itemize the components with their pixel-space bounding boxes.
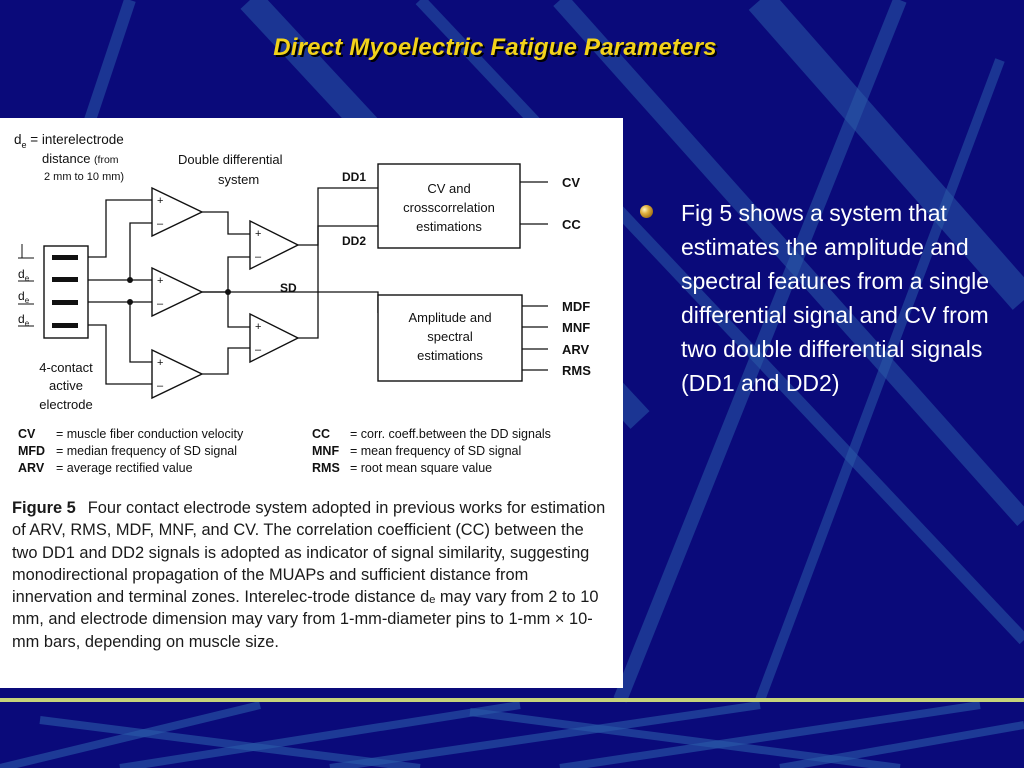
signal-label-sd: SD (280, 281, 297, 295)
de-label-line2: distance (from (42, 151, 119, 166)
output-rms: RMS (562, 363, 591, 378)
de-label-line1: de = interelectrode (14, 132, 124, 150)
signal-label-dd1: DD1 (342, 170, 366, 184)
dd-system-label-line1: Double differential (178, 152, 283, 167)
signal-label-dd2: DD2 (342, 234, 366, 248)
svg-text:= average rectified value: = average rectified value (56, 461, 193, 475)
slide-title: Direct Myoelectric Fatigue Parameters (273, 34, 717, 61)
bullet-sphere-icon (640, 205, 653, 218)
figure-caption-text: Four contact electrode system adopted in… (12, 499, 606, 651)
differential-amplifiers (151, 186, 300, 400)
svg-text:–: – (157, 380, 164, 392)
cv-box-line2: crosscorrelation (403, 200, 495, 215)
output-mdf: MDF (562, 299, 590, 314)
cv-estimation-box (377, 163, 521, 249)
svg-text:CV: CV (18, 427, 36, 441)
cv-box-line1: CV and (427, 181, 470, 196)
de-symbol-2: de (18, 289, 30, 305)
electrode-label-line1: 4-contact (39, 360, 93, 375)
amp-box-line3: estimations (417, 348, 483, 363)
svg-text:= mean frequency of SD signal: = mean frequency of SD signal (350, 444, 521, 458)
svg-text:= median frequency of SD signa: = median frequency of SD signal (56, 444, 237, 458)
dd-system-label-line2: system (218, 172, 259, 187)
abbreviation-legend: CV = muscle fiber conduction velocity MF… (18, 427, 551, 475)
output-cv: CV (562, 175, 580, 190)
svg-text:+: + (255, 228, 261, 240)
interelectrode-distance-markers (18, 244, 34, 327)
svg-text:–: – (157, 298, 164, 310)
amplifier-signs: + – + – + – + – + – (157, 195, 262, 392)
de-symbol-1: de (18, 267, 30, 283)
svg-text:RMS: RMS (312, 461, 340, 475)
junction-dots (127, 277, 231, 305)
bottom-accent-bar (0, 698, 1024, 702)
svg-text:= muscle fiber conduction velo: = muscle fiber conduction velocity (56, 427, 244, 441)
figure-5: de = interelectrode distance (from 2 mm … (0, 118, 623, 688)
svg-text:–: – (255, 344, 262, 356)
output-mnf: MNF (562, 320, 590, 335)
svg-text:–: – (157, 218, 164, 230)
electrode-label-line2: active (49, 378, 83, 393)
wiring (88, 181, 548, 385)
output-cc: CC (562, 217, 581, 232)
de-label-line3: 2 mm to 10 mm) (44, 171, 124, 183)
amplitude-spectral-box (377, 294, 523, 382)
cv-box-line3: estimations (416, 219, 482, 234)
bullet-text: Fig 5 shows a system that estimates the … (681, 200, 990, 396)
svg-text:MNF: MNF (312, 444, 339, 458)
de-symbol-3: de (18, 312, 30, 328)
four-contact-electrode (43, 245, 89, 339)
svg-text:ARV: ARV (18, 461, 45, 475)
svg-text:= corr. coeff.between the DD: = corr. coeff.between the DD signals (350, 427, 551, 441)
figure-caption-label: Figure 5 (12, 499, 76, 517)
svg-text:–: – (255, 251, 262, 263)
output-arv: ARV (562, 342, 590, 357)
svg-text:+: + (157, 357, 163, 369)
electrode-system-diagram: de = interelectrode distance (from 2 mm … (14, 132, 591, 475)
svg-text:+: + (255, 321, 261, 333)
svg-text:MFD: MFD (18, 444, 45, 458)
svg-text:+: + (157, 195, 163, 207)
amp-box-line2: spectral (427, 329, 473, 344)
svg-text:CC: CC (312, 427, 330, 441)
svg-text:+: + (157, 275, 163, 287)
amp-box-line1: Amplitude and (408, 310, 491, 325)
svg-text:= root mean square value: = root mean square value (350, 461, 492, 475)
electrode-label-line3: electrode (39, 397, 92, 412)
